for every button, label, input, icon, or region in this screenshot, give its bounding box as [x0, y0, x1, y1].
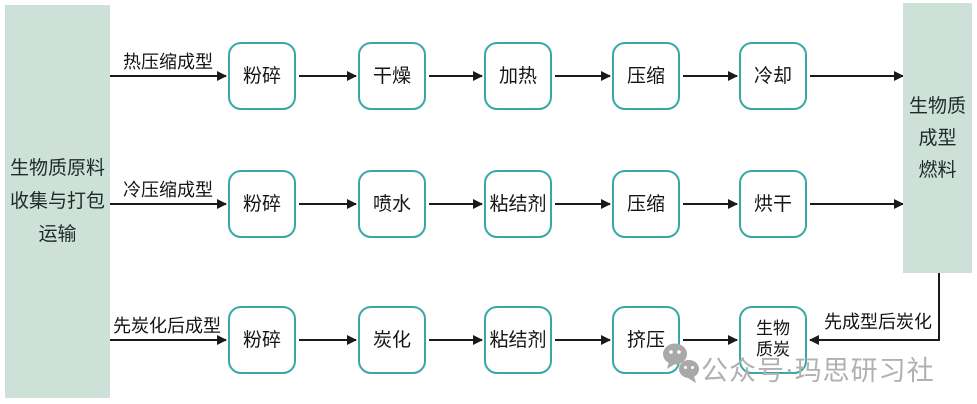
flow-arrow: [683, 335, 738, 345]
flow-arrow: [110, 71, 227, 81]
flow-arrow: [429, 199, 483, 209]
process-box: 粘结剂: [484, 306, 552, 374]
process-box: 烘干: [739, 170, 807, 238]
flow-arrow: [683, 71, 738, 81]
process-box: 压缩: [612, 170, 680, 238]
branch-label-char-first: 先炭化后成型: [113, 316, 221, 337]
branch-label-hot-press: 热压缩成型: [123, 52, 213, 73]
process-box: 挤压: [612, 306, 680, 374]
flow-arrow: [555, 71, 611, 81]
flow-arrow: [299, 335, 357, 345]
product-panel-line: 成型: [918, 127, 957, 149]
flow-arrow: [299, 199, 357, 209]
watermark-text: 公众号·玛思研习社: [701, 356, 935, 387]
flow-arrow: [555, 335, 611, 345]
process-box: 干燥: [358, 42, 426, 110]
return-flow-connector: [938, 273, 940, 340]
branch-label-cold-press: 冷压缩成型: [123, 180, 213, 201]
wechat-icon: [659, 338, 703, 390]
flow-arrow: [429, 335, 483, 345]
process-box: 喷水: [358, 170, 426, 238]
flow-arrow: [555, 199, 611, 209]
flow-arrow: [429, 71, 483, 81]
source-panel-line: 生物质原料: [9, 157, 105, 179]
return-flow-arrow: [809, 335, 940, 345]
source-panel-line: 运输: [38, 223, 77, 245]
process-box: 粘结剂: [484, 170, 552, 238]
product-panel-line: 生物质: [908, 95, 966, 117]
product-panel-line: 燃料: [918, 159, 957, 181]
flow-arrow: [683, 199, 738, 209]
process-box: 炭化: [358, 306, 426, 374]
flow-arrow: [110, 199, 227, 209]
process-box: 压缩: [612, 42, 680, 110]
result-box-line: 生物: [756, 319, 790, 339]
process-box: 粉碎: [228, 42, 296, 110]
flow-arrow: [810, 71, 904, 81]
source-panel-line: 收集与打包: [9, 190, 105, 212]
process-box: 冷却: [739, 42, 807, 110]
return-flow-label: 先成型后炭化: [824, 312, 932, 333]
flow-arrow: [810, 199, 904, 209]
source-panel: 生物质原料 收集与打包 运输: [5, 5, 110, 398]
process-box: 粉碎: [228, 306, 296, 374]
result-box-line: 质炭: [756, 340, 790, 360]
result-box-biochar: 生物 质炭: [739, 306, 807, 374]
process-box: 粉碎: [228, 170, 296, 238]
product-panel: 生物质 成型 燃料: [903, 3, 972, 273]
process-box: 加热: [484, 42, 552, 110]
flow-arrow: [110, 335, 227, 345]
flow-arrow: [299, 71, 357, 81]
